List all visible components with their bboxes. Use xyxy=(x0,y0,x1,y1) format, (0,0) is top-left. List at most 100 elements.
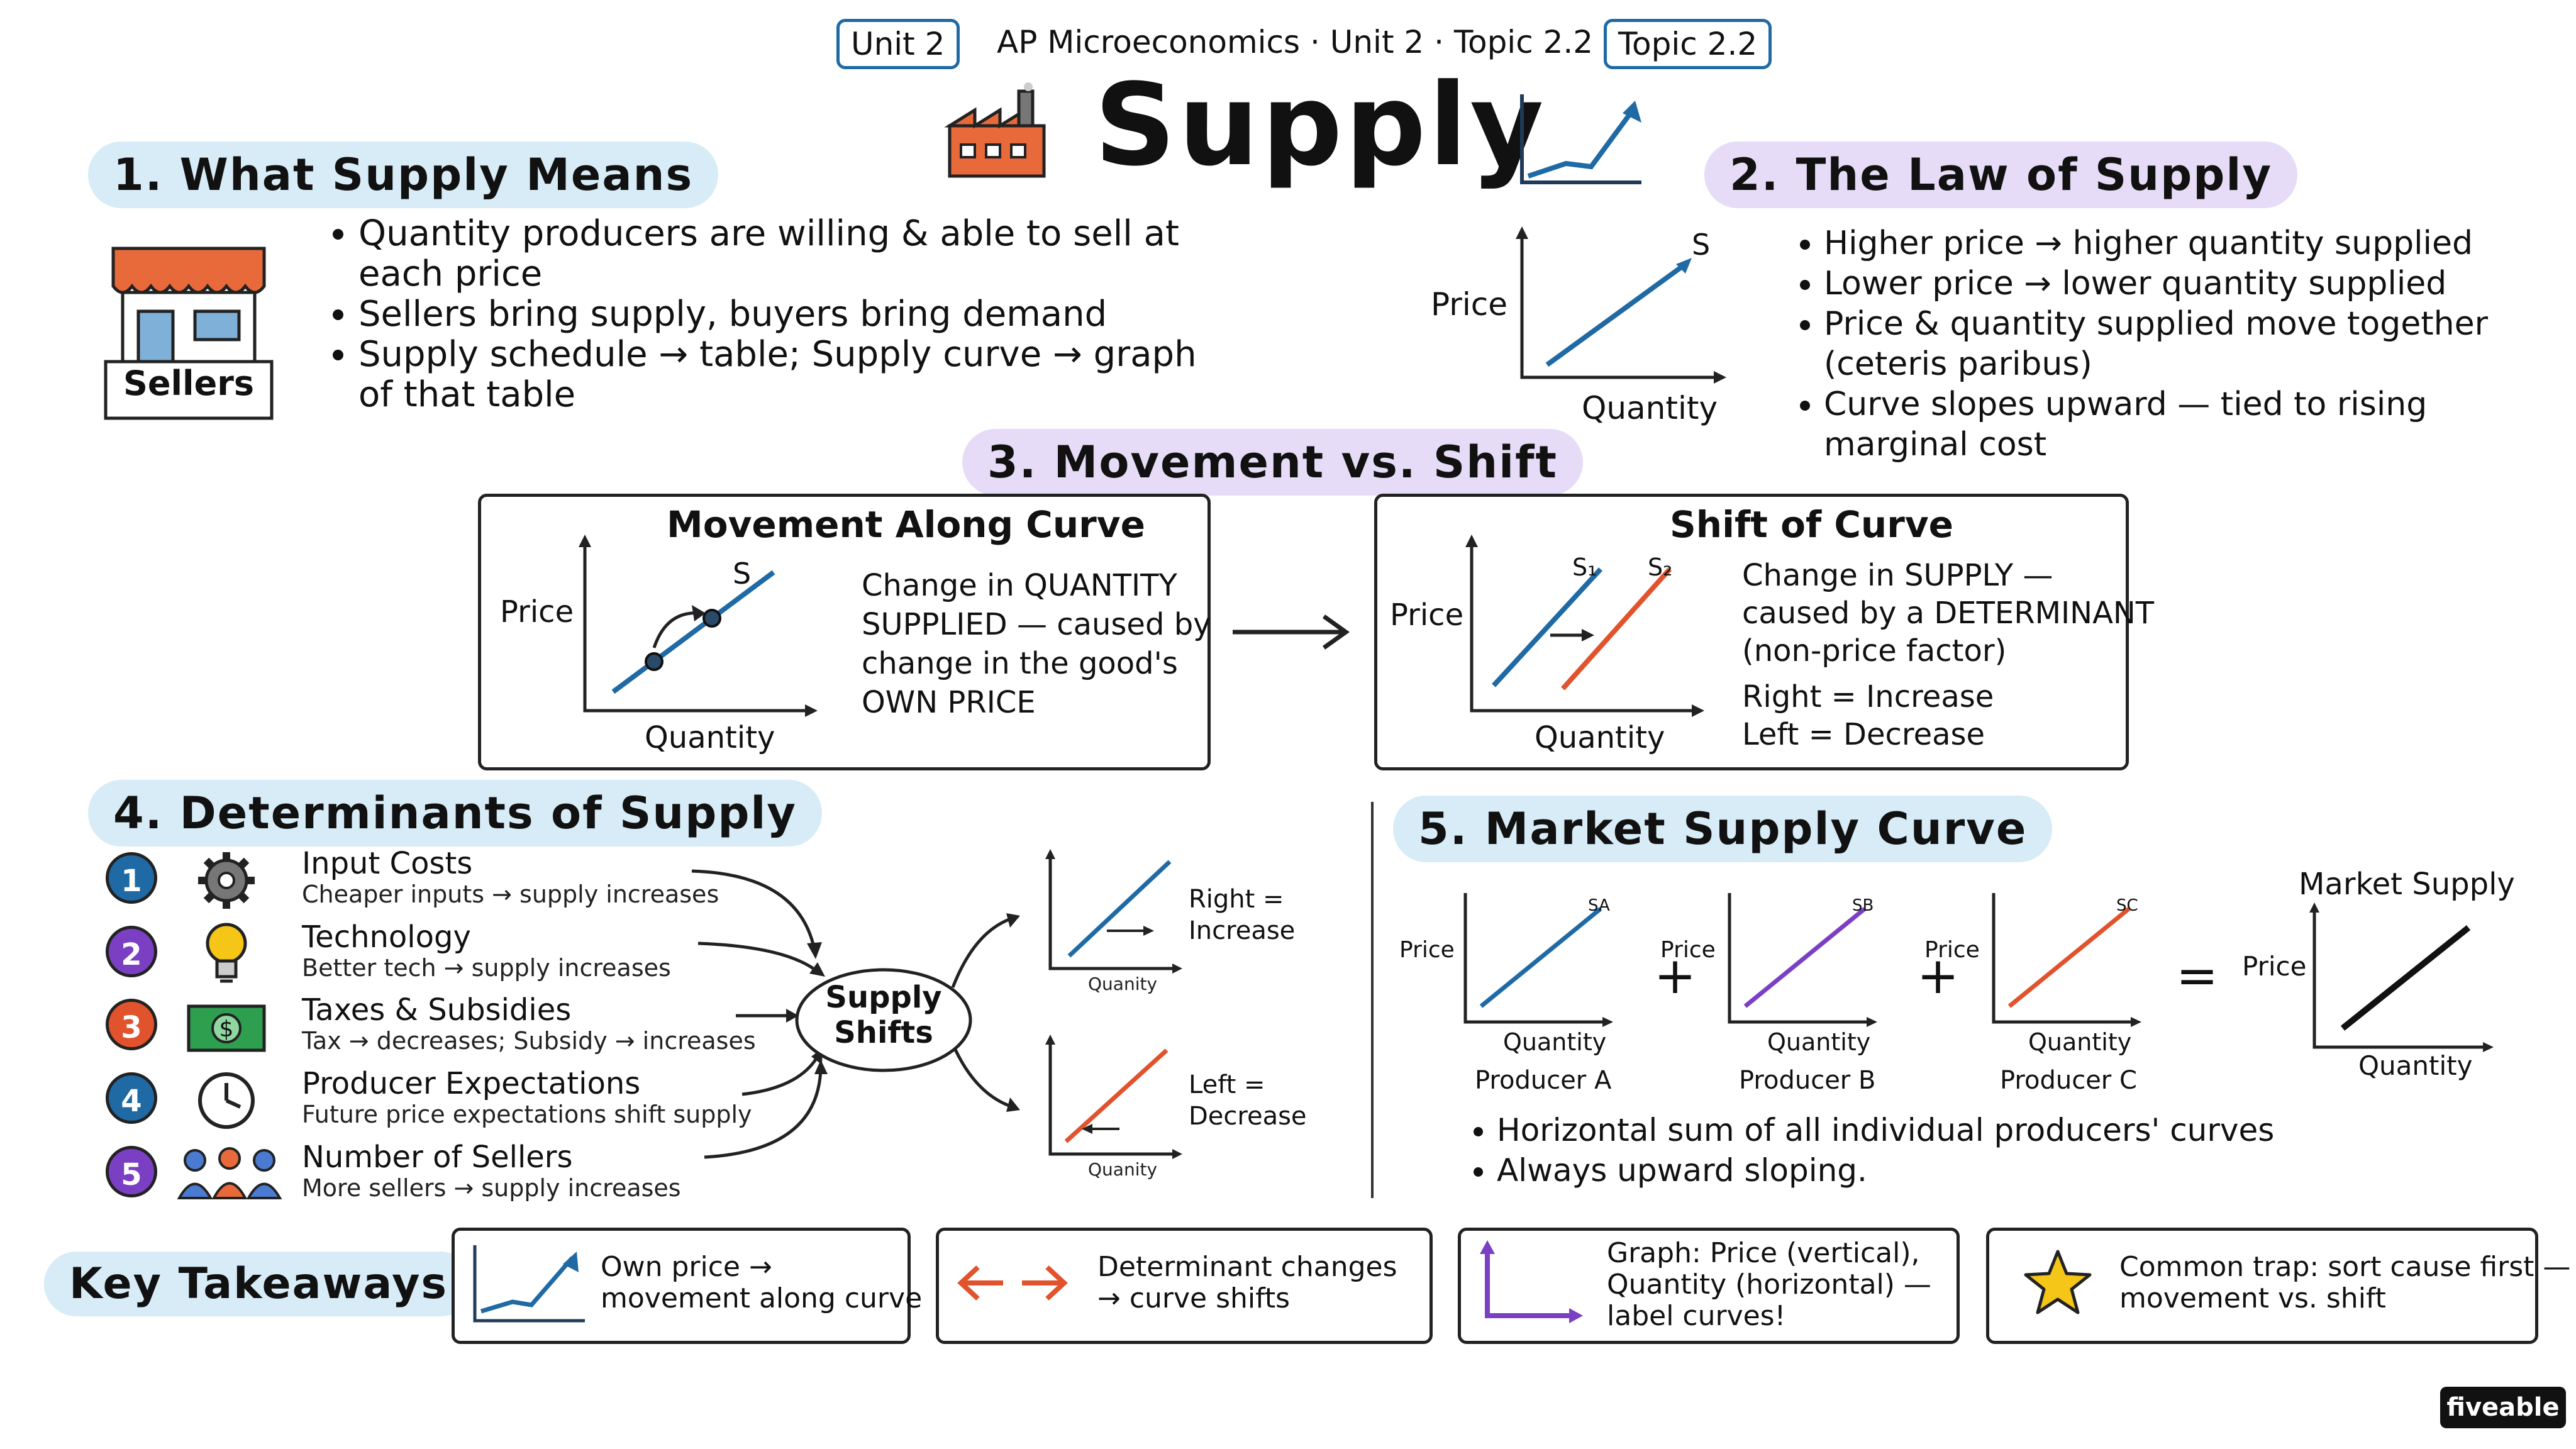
law-graph-xlabel: Quantity xyxy=(1582,390,1718,426)
section2-bullets: Higher price → higher quantity supplied … xyxy=(1792,223,2576,465)
producer-a-ylabel: Price xyxy=(1399,937,1455,963)
storefront-icon xyxy=(104,247,274,420)
unit-tag: Unit 2 xyxy=(836,19,960,69)
market-supply-graph xyxy=(2309,902,2494,1052)
lightbulb-icon xyxy=(206,923,247,983)
hub-line: Shifts xyxy=(834,1015,933,1050)
market-supply-title: Market Supply xyxy=(2299,867,2515,902)
takeaway-line: → curve shifts xyxy=(1097,1282,1291,1314)
takeaway-text: Own price → movement along curve xyxy=(601,1252,922,1314)
shift-graph xyxy=(1465,535,1704,717)
supply-shifts-hub-shape xyxy=(795,968,972,1072)
left-shift-label: Left = Decrease xyxy=(1189,1069,1307,1132)
movement-supply-curve xyxy=(611,570,775,694)
supply-curve xyxy=(1545,262,1687,367)
shift-right-label: Right = Increase xyxy=(1742,679,1994,714)
right-shift-curve xyxy=(1067,860,1172,958)
trend-arrow-icon xyxy=(473,1245,585,1323)
law-of-supply-graph xyxy=(1516,226,1726,384)
takeaway-line: movement along curve xyxy=(601,1282,923,1314)
supply-shifts-hub: Supply Shifts xyxy=(792,980,975,1050)
svg-text:$: $ xyxy=(219,1016,234,1042)
determinant-number: 2 xyxy=(106,926,157,977)
producer-c-xlabel: Quantity xyxy=(2028,1028,2132,1056)
left-shift-label-line: Decrease xyxy=(1189,1102,1307,1131)
shift-text-line: Change in SUPPLY — xyxy=(1742,558,2053,593)
movement-text-line: change in the good's xyxy=(862,646,1178,681)
plus-sign: + xyxy=(1917,947,1960,1005)
producer-b-curve xyxy=(1743,907,1867,1008)
section2-bullet: Curve slopes upward — tied to rising mar… xyxy=(1824,384,2576,465)
producer-b-graph xyxy=(1728,893,1877,1027)
shift-xlabel: Quantity xyxy=(1535,720,1665,755)
right-shift-graph xyxy=(1045,849,1182,974)
shift-description: Change in SUPPLY — caused by a DETERMINA… xyxy=(1742,557,2154,670)
takeaway-text: Determinant changes → curve shifts xyxy=(1097,1252,1397,1314)
determinant-subtitle: More sellers → supply increases xyxy=(302,1174,681,1202)
determinant-title: Technology xyxy=(302,919,471,955)
left-shift-label-line: Left = xyxy=(1189,1070,1265,1099)
factory-icon xyxy=(944,82,1046,178)
section5-heading: 5. Market Supply Curve xyxy=(1393,796,2053,862)
section5-bullet: Always upward sloping. xyxy=(1497,1150,2440,1191)
right-shift-label-line: Right = xyxy=(1189,885,1284,914)
chart-trend-icon xyxy=(1520,94,1641,184)
double-arrow-icon xyxy=(957,1265,1068,1301)
takeaway-card xyxy=(452,1228,911,1344)
point-b xyxy=(702,609,721,628)
shift-curve1-label: S₁ xyxy=(1572,553,1597,581)
market-supply-curve xyxy=(2340,925,2471,1031)
takeaway-line: label curves! xyxy=(1607,1300,1786,1332)
section1-heading: 1. What Supply Means xyxy=(88,142,719,208)
movement-box xyxy=(478,494,1211,770)
determinant-title: Taxes & Subsidies xyxy=(302,992,572,1028)
market-xlabel: Quantity xyxy=(2358,1050,2473,1081)
law-graph-curve-label: S xyxy=(1692,228,1711,262)
producer-b-curve-label: SB xyxy=(1852,896,1874,915)
producer-a-curve xyxy=(1479,907,1602,1008)
determinant-subtitle: Cheaper inputs → supply increases xyxy=(302,880,719,908)
movement-text-line: OWN PRICE xyxy=(862,685,1036,720)
right-graph-xlabel: Quanity xyxy=(1088,974,1158,994)
takeaway-line: Quantity (horizontal) — xyxy=(1607,1269,1931,1301)
movement-xlabel: Quantity xyxy=(645,720,775,755)
page-title: Supply xyxy=(1094,60,1546,191)
section2-bullet: Higher price → higher quantity supplied xyxy=(1824,223,2576,264)
takeaway-line: Determinant changes xyxy=(1097,1251,1397,1283)
hub-line: Supply xyxy=(825,980,942,1015)
producer-c-ylabel: Price xyxy=(1924,937,1980,963)
equals-sign: = xyxy=(2176,947,2219,1005)
producer-a-name: Producer A xyxy=(1475,1066,1612,1095)
shift-curve-s1 xyxy=(1492,567,1602,687)
movement-description: Change in QUANTITY SUPPLIED — caused by … xyxy=(862,566,1211,722)
section2-bullet: Lower price → lower quantity supplied xyxy=(1824,264,2576,304)
shift-left-label: Left = Decrease xyxy=(1742,717,1985,752)
takeaway-card xyxy=(1458,1228,1960,1344)
right-shift-label: Right = Increase xyxy=(1189,884,1295,947)
producer-c-graph xyxy=(1992,893,2141,1027)
point-a xyxy=(645,652,663,671)
determinant-number: 5 xyxy=(106,1146,157,1197)
movement-text-line: Change in QUANTITY xyxy=(862,568,1177,603)
shift-ylabel: Price xyxy=(1390,597,1464,633)
shift-text-line: (non-price factor) xyxy=(1742,633,2007,669)
determinant-number: 4 xyxy=(106,1072,157,1124)
movement-graph xyxy=(579,535,818,717)
market-ylabel: Price xyxy=(2242,951,2307,982)
determinant-title: Input Costs xyxy=(302,846,473,881)
producer-b-name: Producer B xyxy=(1739,1066,1876,1095)
producer-a-graph xyxy=(1463,893,1613,1027)
determinant-number: 3 xyxy=(106,999,157,1050)
law-graph-ylabel: Price xyxy=(1431,286,1507,323)
movement-curve-label: S xyxy=(733,557,752,591)
movement-title: Movement Along Curve xyxy=(667,503,1145,546)
determinant-subtitle: Future price expectations shift supply xyxy=(302,1101,752,1128)
shift-box xyxy=(1374,494,2129,770)
producer-c-curve xyxy=(2007,907,2131,1008)
determinant-flow-arrows xyxy=(692,869,1020,1159)
determinant-title: Producer Expectations xyxy=(302,1066,641,1101)
section1-bullets: Quantity producers are willing & able to… xyxy=(327,214,1239,415)
producer-a-xlabel: Quantity xyxy=(1503,1028,1607,1056)
section1-bullet: Quantity producers are willing & able to… xyxy=(358,214,1239,294)
